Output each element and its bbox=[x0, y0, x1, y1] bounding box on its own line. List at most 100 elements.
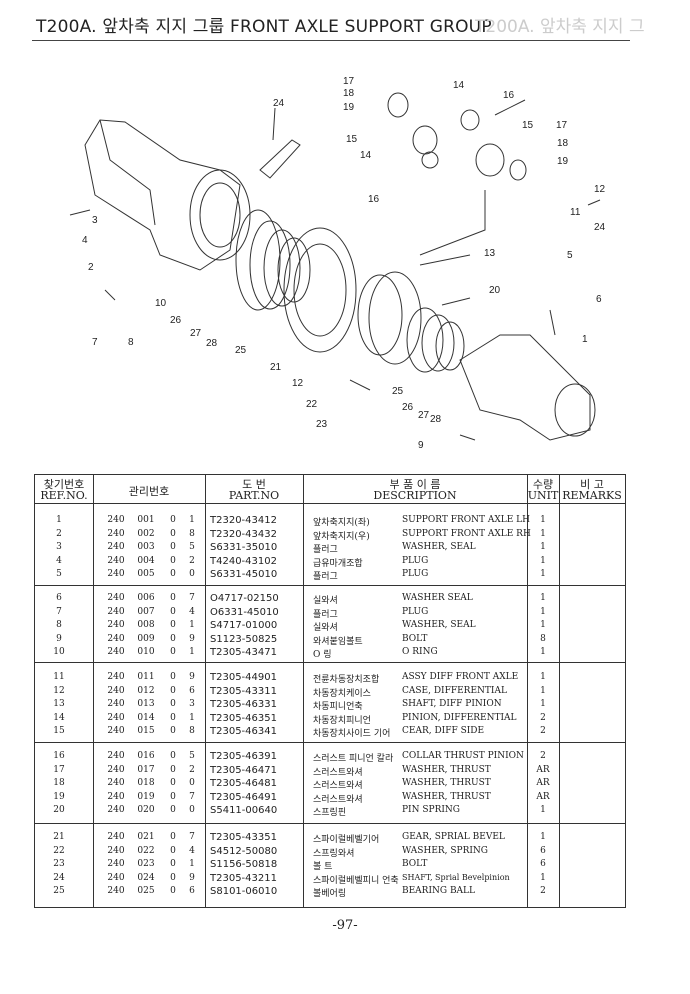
row-21-unit: 1 bbox=[540, 832, 546, 842]
row-13-c1: 240 bbox=[107, 699, 125, 710]
row-20-ref: 20 bbox=[53, 805, 65, 816]
row-3-en: WASHER, SEAL bbox=[402, 542, 476, 553]
row-25-c3: 0 bbox=[170, 886, 176, 897]
row-21-ko: 스파이럴베벨기어 bbox=[313, 835, 380, 845]
row-24-unit: 1 bbox=[540, 872, 546, 883]
row-7-c4: 4 bbox=[189, 606, 195, 617]
svg-text:28: 28 bbox=[430, 414, 442, 425]
row-22-c2: 022 bbox=[137, 845, 155, 856]
row-4-c1: 240 bbox=[107, 555, 125, 566]
svg-text:5: 5 bbox=[567, 250, 573, 261]
row-14-c3: 0 bbox=[170, 712, 176, 723]
parts-table: 찾기번호 REF.NO. 관리번호 도 번 PART.NO 부 품 이 름 DE… bbox=[34, 474, 626, 908]
row-20-c2: 020 bbox=[137, 805, 155, 816]
row-10-part: T2305-43471 bbox=[210, 647, 277, 659]
row-9-ref: 9 bbox=[56, 633, 62, 644]
svg-text:7: 7 bbox=[92, 337, 98, 348]
row-17-c1: 240 bbox=[107, 764, 125, 775]
row-1-c3: 0 bbox=[170, 515, 176, 525]
row-2-part: T2320-43432 bbox=[210, 528, 277, 540]
header-ref-ko: 찾기번호 bbox=[43, 478, 85, 491]
row-17-part: T2305-46471 bbox=[210, 764, 277, 776]
svg-text:24: 24 bbox=[273, 98, 285, 109]
row-8-part: S4717-01000 bbox=[210, 620, 278, 632]
row-19-en: WASHER, THRUST bbox=[402, 791, 491, 802]
row-23-unit: 6 bbox=[540, 859, 546, 870]
row-11-ko: 전륜차동장치조합 bbox=[313, 675, 380, 685]
svg-text:25: 25 bbox=[392, 386, 404, 397]
row-14-ref: 14 bbox=[53, 712, 65, 723]
row-9-c2: 009 bbox=[137, 633, 155, 644]
header-unit-en: UNIT bbox=[527, 489, 559, 502]
row-9-en: BOLT bbox=[402, 633, 428, 644]
row-12-c2: 012 bbox=[137, 685, 155, 696]
row-14-c2: 014 bbox=[137, 712, 155, 723]
row-11-c4: 9 bbox=[189, 672, 195, 682]
row-6-c2: 006 bbox=[137, 593, 155, 603]
row-16-c2: 016 bbox=[137, 751, 155, 761]
row-10-ko: O 링 bbox=[313, 650, 332, 661]
row-10-c3: 0 bbox=[170, 647, 176, 658]
row-11-ref: 11 bbox=[53, 672, 65, 682]
row-21-en: GEAR, SPRIAL BEVEL bbox=[402, 832, 505, 842]
row-22-unit: 6 bbox=[540, 845, 546, 856]
row-23-part: S1156-50818 bbox=[210, 859, 278, 871]
row-9-ko: 와셔붙임볼트 bbox=[313, 636, 363, 647]
row-12-en: CASE, DIFFERENTIAL bbox=[402, 685, 507, 696]
header-part-en: PART.NO bbox=[228, 489, 280, 502]
row-21-c4: 7 bbox=[189, 832, 195, 842]
row-1-ref: 1 bbox=[56, 515, 62, 525]
row-15-ko: 차동장치사이드 기어 bbox=[313, 729, 391, 740]
row-20-en: PIN SPRING bbox=[402, 805, 460, 816]
svg-text:2: 2 bbox=[88, 262, 94, 273]
svg-text:27: 27 bbox=[418, 410, 430, 421]
header-part-ko: 도 번 bbox=[242, 478, 266, 491]
row-7-c3: 0 bbox=[170, 606, 176, 617]
row-24-c1: 240 bbox=[107, 872, 125, 883]
row-5-part: S6331-45010 bbox=[210, 569, 278, 581]
row-21-part: T2305-43351 bbox=[210, 832, 277, 843]
row-9-c3: 0 bbox=[170, 633, 176, 644]
row-2-c3: 0 bbox=[170, 528, 176, 539]
svg-text:4: 4 bbox=[82, 235, 88, 246]
row-18-c1: 240 bbox=[107, 778, 125, 789]
row-25-c1: 240 bbox=[107, 886, 125, 897]
row-14-unit: 2 bbox=[540, 712, 546, 723]
svg-text:25: 25 bbox=[235, 345, 247, 356]
row-11-c2: 011 bbox=[137, 672, 155, 682]
row-17-c3: 0 bbox=[170, 764, 176, 775]
header-ref-en: REF.NO. bbox=[40, 489, 88, 502]
row-6-c3: 0 bbox=[170, 593, 176, 603]
row-2-ref: 2 bbox=[56, 528, 62, 539]
row-4-c4: 2 bbox=[189, 555, 195, 566]
row-4-part: T4240-43102 bbox=[210, 555, 277, 567]
svg-text:16: 16 bbox=[368, 194, 380, 205]
svg-text:18: 18 bbox=[343, 88, 355, 99]
row-8-c2: 008 bbox=[137, 620, 155, 631]
row-20-c1: 240 bbox=[107, 805, 125, 816]
row-23-ref: 23 bbox=[53, 859, 65, 870]
svg-text:20: 20 bbox=[489, 285, 501, 296]
row-10-c1: 240 bbox=[107, 647, 125, 658]
svg-text:12: 12 bbox=[292, 378, 304, 389]
row-11-part: T2305-44901 bbox=[210, 672, 277, 683]
row-3-c2: 003 bbox=[137, 542, 155, 553]
row-16-unit: 2 bbox=[540, 751, 546, 761]
row-3-ko: 플러그 bbox=[313, 545, 338, 556]
row-19-ko: 스러스트와셔 bbox=[313, 794, 363, 805]
row-2-c2: 002 bbox=[137, 528, 155, 539]
row-13-c2: 013 bbox=[137, 699, 155, 710]
row-1-c1: 240 bbox=[107, 515, 125, 525]
row-12-part: T2305-43311 bbox=[210, 685, 277, 697]
row-3-c4: 5 bbox=[189, 542, 195, 553]
row-7-c2: 007 bbox=[137, 606, 155, 617]
row-3-unit: 1 bbox=[540, 542, 546, 553]
row-21-ref: 21 bbox=[53, 832, 65, 842]
svg-text:10: 10 bbox=[155, 298, 167, 309]
svg-text:17: 17 bbox=[343, 76, 355, 87]
row-19-part: T2305-46491 bbox=[210, 791, 277, 803]
header-desc-ko: 부 품 이 름 bbox=[389, 478, 441, 491]
row-8-c1: 240 bbox=[107, 620, 125, 631]
row-17-ref: 17 bbox=[53, 764, 65, 775]
